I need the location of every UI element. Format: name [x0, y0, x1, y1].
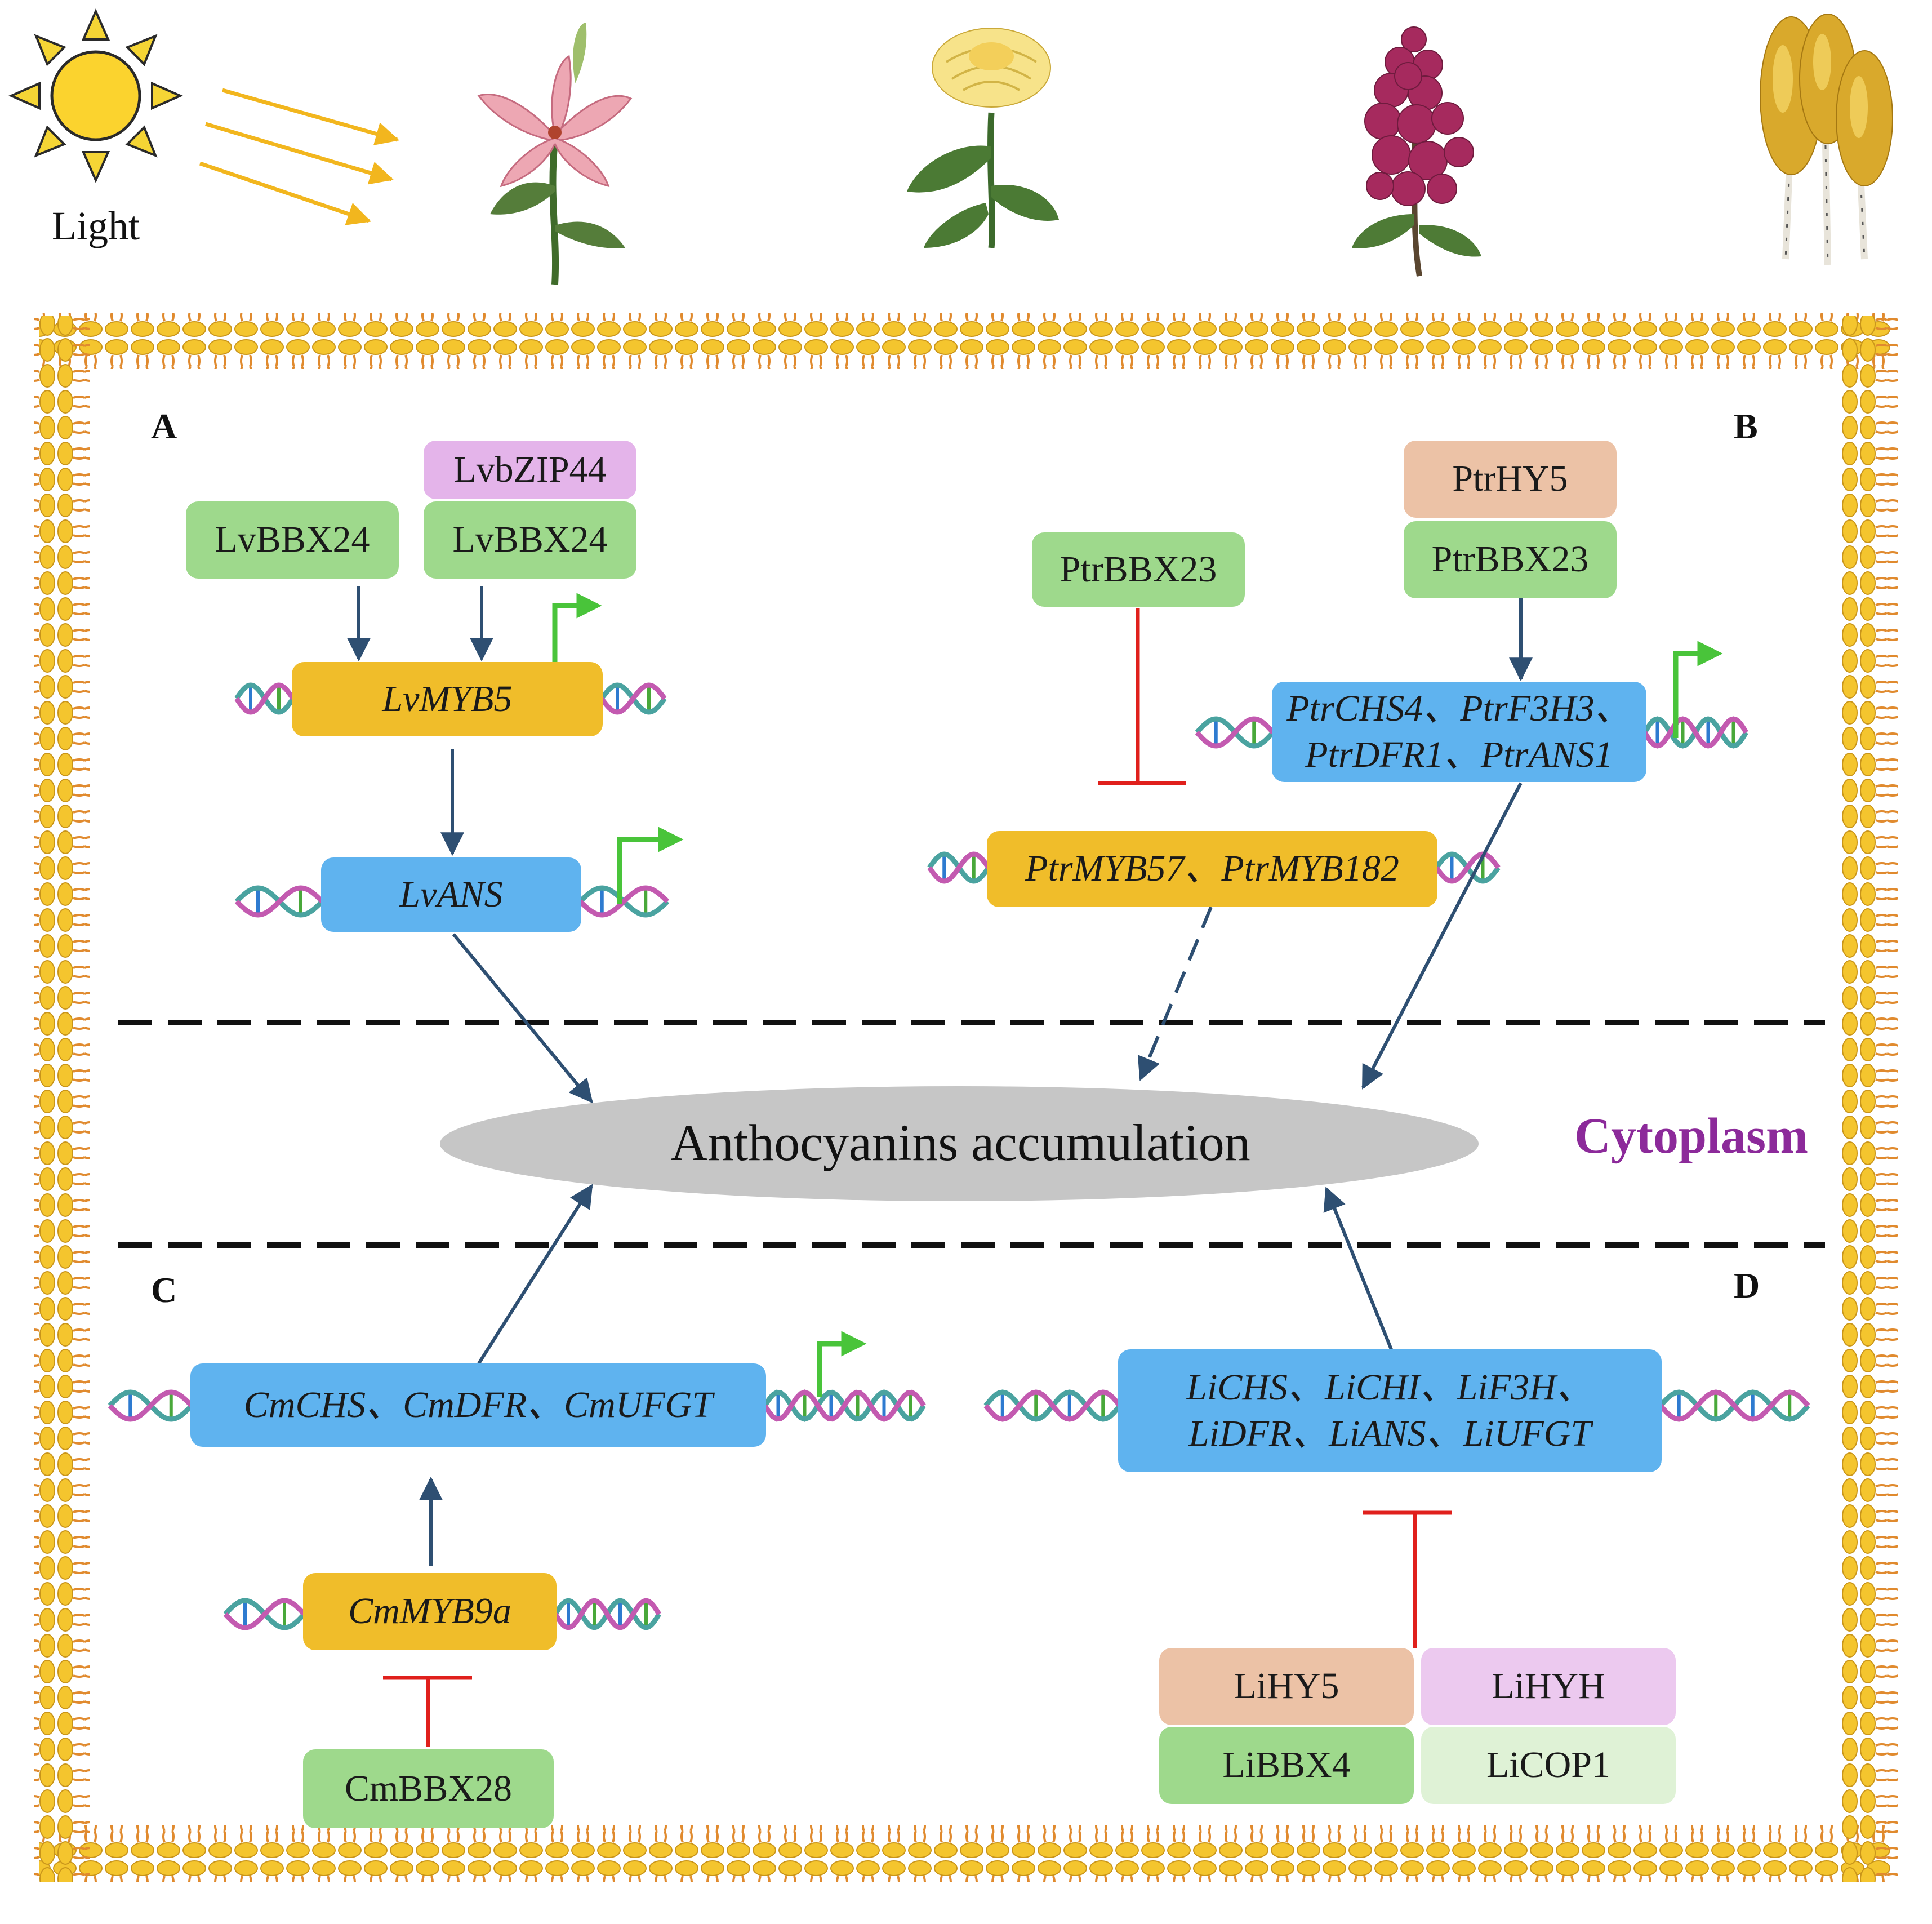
repression-bars: [383, 608, 1452, 1747]
promoter-arrows: [552, 593, 1723, 1397]
cmbbx28-box: CmBBX28: [303, 1749, 554, 1828]
dna-helix-group: [108, 682, 1810, 1630]
panel-letter-d: D: [1734, 1265, 1760, 1305]
ptr-structural-genes-box: PtrCHS4、PtrF3H3、 PtrDFR1、PtrANS1: [1272, 682, 1646, 782]
poplar-tree-icon: [1760, 14, 1893, 265]
activation-arrows: [347, 586, 1533, 1566]
promoter-arrow-icon: [817, 1331, 867, 1397]
chrysanthemum-flower-icon: [907, 28, 1059, 248]
panel-letter-c: C: [151, 1270, 177, 1310]
lvbbx24-left-box: LvBBX24: [186, 501, 399, 579]
crape-myrtle-flower-icon: [1352, 26, 1481, 277]
dna-helix-icon: [1195, 716, 1275, 749]
lvans-gene-box: LvANS: [321, 857, 581, 932]
lily-flower-icon: [477, 23, 633, 285]
ptr-genes-line-2: PtrDFR1、PtrANS1: [1305, 734, 1613, 775]
promoter-arrow-icon: [552, 593, 602, 662]
licop1-box: LiCOP1: [1421, 1727, 1676, 1804]
lvbzip44-box: LvbZIP44: [424, 441, 636, 499]
lvbbx24-right-box: LvBBX24: [424, 501, 636, 579]
light-rays: [199, 88, 400, 225]
promoter-arrow-icon: [617, 827, 684, 904]
anthocyanins-ellipse: [440, 1086, 1479, 1201]
cell-membrane: [34, 313, 1898, 1882]
ptrhy5-box: PtrHY5: [1404, 441, 1617, 518]
ptr-genes-line-1: PtrCHS4、PtrF3H3、: [1286, 687, 1632, 729]
lihyh-box: LiHYH: [1421, 1648, 1676, 1725]
panel-letter-a: A: [151, 406, 177, 446]
dna-helix-icon: [599, 682, 667, 715]
dna-helix-icon: [108, 1389, 194, 1422]
li-genes-line-2: LiDFR、LiANS、LiUFGT: [1188, 1413, 1592, 1454]
libbx4-box: LiBBX4: [1159, 1727, 1414, 1804]
promoter-arrow-icon: [1673, 641, 1723, 738]
compartment-dashed-lines: [118, 1020, 1825, 1248]
dna-helix-icon: [578, 885, 670, 918]
cmmyb9a-gene-box: CmMYB9a: [303, 1573, 557, 1650]
cm-structural-genes-box: CmCHS、CmDFR、CmUFGT: [190, 1363, 766, 1447]
dna-helix-icon: [223, 1598, 306, 1630]
dna-helix-icon: [1434, 851, 1501, 884]
sun-icon: [8, 8, 183, 183]
dna-helix-icon: [1658, 1389, 1810, 1422]
li-structural-genes-box: LiCHS、LiCHI、LiF3H、 LiDFR、LiANS、LiUFGT: [1118, 1349, 1662, 1472]
dna-helix-icon: [553, 1598, 661, 1630]
dna-helix-icon: [983, 1389, 1122, 1422]
ptrbbx23-repressor-box: PtrBBX23: [1032, 532, 1245, 607]
dna-helix-icon: [763, 1389, 926, 1422]
lihy5-box: LiHY5: [1159, 1648, 1414, 1725]
dna-helix-icon: [234, 682, 295, 715]
dna-helix-icon: [927, 851, 991, 884]
dna-helix-icon: [234, 885, 324, 918]
ptrmyb-genes-box: PtrMYB57、PtrMYB182: [987, 831, 1437, 907]
li-genes-line-1: LiCHS、LiCHI、LiF3H、: [1186, 1366, 1593, 1408]
cytoplasm-label: Cytoplasm: [1574, 1108, 1809, 1164]
panel-letter-b: B: [1734, 406, 1758, 446]
ptrbbx23-box: PtrBBX23: [1404, 521, 1617, 598]
lvmyb5-gene-box: LvMYB5: [292, 662, 603, 736]
light-label: Light: [52, 203, 140, 248]
dna-helix-icon: [1642, 716, 1748, 749]
anthocyanins-label: Anthocyanins accumulation: [670, 1114, 1250, 1171]
